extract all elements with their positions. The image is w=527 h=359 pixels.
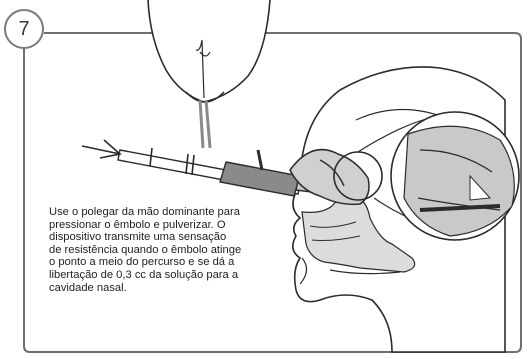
step-badge-circle <box>4 9 44 49</box>
head-top-view <box>147 0 271 149</box>
panel-frame <box>23 32 522 353</box>
instruction-text: Use o polegar da mão dominante para pres… <box>49 206 277 294</box>
instruction-line: o ponto a meio do percurso e se dá a <box>49 256 235 269</box>
step-number: 7 <box>18 17 30 40</box>
instruction-line: pressionar o êmbolo e pulverizar. O <box>49 218 226 231</box>
instruction-line: cavidade nasal. <box>49 281 127 294</box>
push-arrow <box>81 139 122 159</box>
nasal-applicator <box>117 147 345 197</box>
instruction-line: Use o polegar da mão dominante para <box>49 206 240 218</box>
hand <box>289 148 370 206</box>
instruction-line: de resistência quando o êmbolo atinge <box>49 243 242 256</box>
step-badge: 7 <box>5 10 43 48</box>
magnified-detail <box>333 111 520 241</box>
instruction-line: libertação de 0,3 cc da solução para a <box>49 268 239 281</box>
instruction-line: dispositivo transmite uma sensação <box>49 231 227 244</box>
